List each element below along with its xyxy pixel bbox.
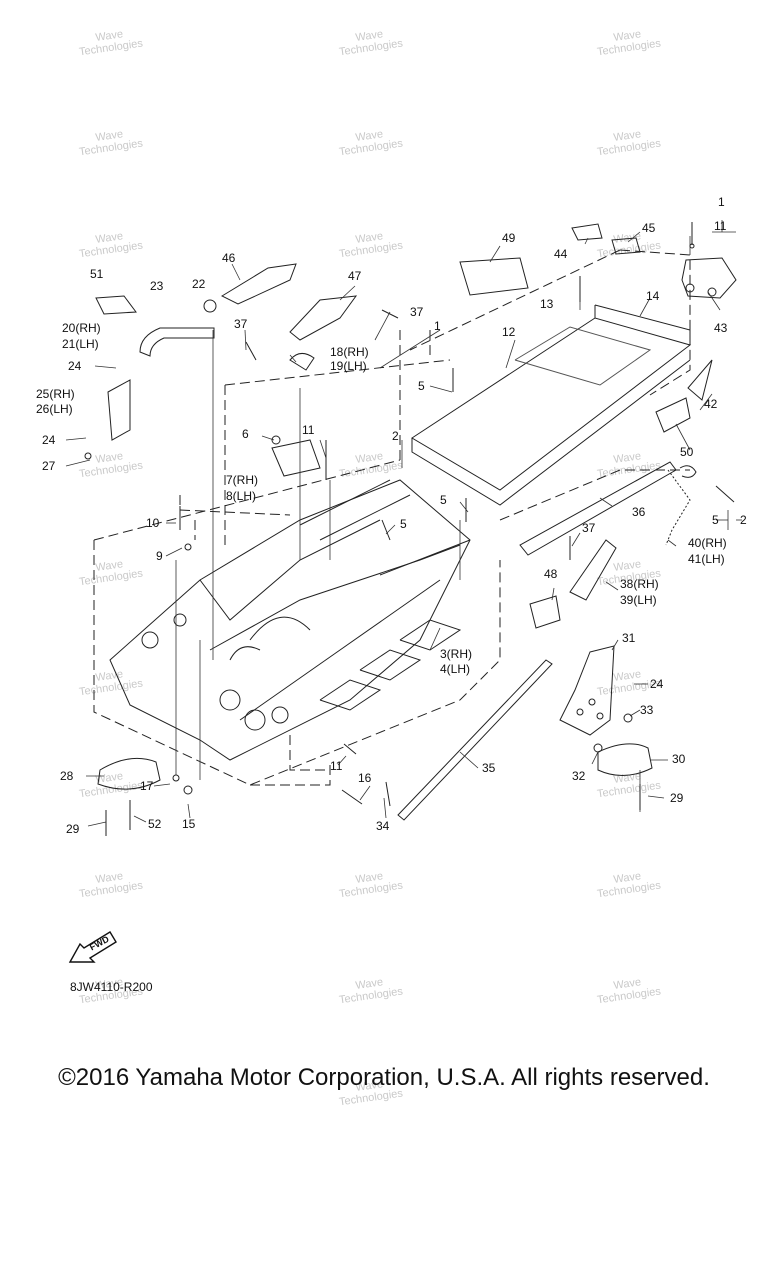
flap-42 bbox=[687, 359, 713, 401]
callout-label: 35 bbox=[482, 761, 496, 775]
rod-35 bbox=[397, 659, 553, 821]
callout-label: 51 bbox=[90, 267, 104, 281]
callout-label: 27 bbox=[42, 459, 56, 473]
callout-label: 9 bbox=[156, 549, 163, 563]
callout-label: 18(RH) bbox=[330, 345, 369, 359]
bracket-7-8 bbox=[271, 439, 321, 477]
callout-label: 26(LH) bbox=[36, 402, 73, 416]
callout-label: 48 bbox=[544, 567, 558, 581]
callout-label: 29 bbox=[670, 791, 684, 805]
block-48 bbox=[529, 595, 561, 629]
callout-label: 4(LH) bbox=[440, 662, 471, 676]
callout-label: 24 bbox=[650, 677, 664, 691]
hook bbox=[679, 465, 697, 478]
callout-label: 8(LH) bbox=[226, 489, 257, 503]
callout-label: 5 bbox=[400, 517, 407, 531]
callout-label: 3(RH) bbox=[440, 647, 472, 661]
callout-label: 19(LH) bbox=[330, 359, 367, 373]
bracket-20-21 bbox=[139, 327, 215, 357]
plate-31 bbox=[559, 645, 615, 736]
pad-45 bbox=[611, 237, 641, 255]
callout-label: 25(RH) bbox=[36, 387, 75, 401]
callout-label: 45 bbox=[642, 221, 656, 235]
callout-label: 11 bbox=[714, 219, 727, 233]
callout-label: 34 bbox=[376, 819, 390, 833]
rear-handle-43 bbox=[681, 257, 737, 299]
callout-label: 49 bbox=[502, 231, 516, 245]
copyright-text: ©2016 Yamaha Motor Corporation, U.S.A. A… bbox=[58, 1064, 710, 1091]
callout-label: 44 bbox=[554, 247, 568, 261]
callout-label: 33 bbox=[640, 703, 654, 717]
cover-51 bbox=[95, 295, 137, 315]
callout-label: 47 bbox=[348, 269, 362, 283]
step-28 bbox=[97, 757, 161, 790]
gusset-38-39 bbox=[569, 539, 617, 601]
callout-label: 30 bbox=[672, 752, 686, 766]
callout-label: 16 bbox=[358, 771, 372, 785]
cap-18-19 bbox=[289, 353, 315, 371]
callout-label: 2 bbox=[740, 513, 747, 527]
callout-label: 42 bbox=[704, 397, 718, 411]
callout-label: 36 bbox=[632, 505, 646, 519]
callout-label: 41(LH) bbox=[688, 552, 725, 566]
seat-pad-49 bbox=[459, 257, 529, 296]
strip-47 bbox=[289, 295, 358, 341]
callout-label: 29 bbox=[66, 822, 80, 836]
leader-lines bbox=[65, 220, 742, 827]
diagram-code: 8JW4110-R200 bbox=[70, 980, 153, 994]
callout-label: 20(RH) bbox=[62, 321, 101, 335]
tunnel-panel bbox=[411, 304, 692, 506]
callout-label: 23 bbox=[150, 279, 164, 293]
callout-label: 2 bbox=[392, 429, 399, 443]
callout-label: 21(LH) bbox=[62, 337, 99, 351]
bracket-50 bbox=[655, 397, 691, 433]
chain-40-41 bbox=[665, 469, 691, 546]
chassis-frame bbox=[109, 479, 471, 761]
callout-label: 37 bbox=[582, 521, 596, 535]
callout-label: 46 bbox=[222, 251, 236, 265]
dashed-assembly-outline bbox=[93, 249, 691, 786]
callout-label: 37 bbox=[234, 317, 248, 331]
callout-label: 50 bbox=[680, 445, 694, 459]
step-30 bbox=[597, 743, 653, 776]
fasteners bbox=[84, 222, 735, 836]
callout-label: 6 bbox=[242, 427, 249, 441]
callout-label: 22 bbox=[192, 277, 206, 291]
callout-label: 11 bbox=[330, 759, 343, 773]
callout-label: 40(RH) bbox=[688, 536, 727, 550]
callout-label: 24 bbox=[42, 433, 56, 447]
callout-label: 15 bbox=[182, 817, 196, 831]
callout-label: 11 bbox=[302, 423, 315, 437]
strip-46 bbox=[220, 263, 297, 305]
callout-label: 37 bbox=[410, 305, 424, 319]
callout-label: 12 bbox=[502, 325, 516, 339]
bracket-25-26 bbox=[107, 379, 131, 441]
callout-label: 43 bbox=[714, 321, 728, 335]
rail-36 bbox=[519, 461, 677, 556]
callout-label: 5 bbox=[712, 513, 719, 527]
callout-label: 39(LH) bbox=[620, 593, 657, 607]
callout-label: 1 bbox=[718, 195, 725, 209]
callout-label: 14 bbox=[646, 289, 660, 303]
callout-label: 5 bbox=[418, 379, 425, 393]
callout-label: 5 bbox=[440, 493, 447, 507]
callout-label: 38(RH) bbox=[620, 577, 659, 591]
callout-label: 13 bbox=[540, 297, 554, 311]
callout-label: 24 bbox=[68, 359, 82, 373]
callout-label: 31 bbox=[622, 631, 636, 645]
callout-label: 28 bbox=[60, 769, 74, 783]
callout-label: 10 bbox=[146, 516, 160, 530]
pad-44 bbox=[571, 223, 603, 241]
fwd-arrow-icon: FWD bbox=[68, 931, 117, 963]
callout-label: 52 bbox=[148, 817, 162, 831]
callout-label: 17 bbox=[140, 779, 154, 793]
callout-label: 7(RH) bbox=[226, 473, 258, 487]
callout-label: 1 bbox=[434, 319, 441, 333]
callout-label: 32 bbox=[572, 769, 586, 783]
